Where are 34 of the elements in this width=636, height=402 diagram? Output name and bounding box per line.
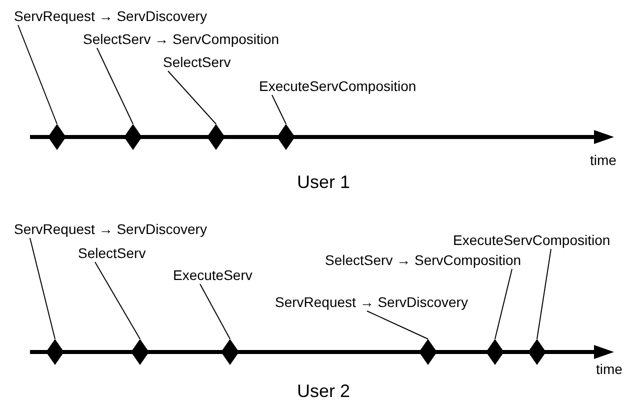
- event-diamond: [277, 124, 295, 150]
- leader-line: [536, 248, 552, 340]
- event-label: ExecuteServComposition: [259, 78, 416, 94]
- leader-line: [30, 238, 56, 340]
- event-diamond: [207, 124, 225, 150]
- leader-line: [94, 262, 140, 340]
- event-label: ServRequest → ServDiscovery: [14, 221, 207, 237]
- leader-line: [96, 48, 134, 124]
- event-label: ExecuteServComposition: [453, 232, 610, 248]
- event-label: ServRequest → ServDiscovery: [275, 294, 468, 310]
- event-diamond: [131, 339, 149, 365]
- event-diamond: [486, 339, 504, 365]
- event-diamond: [48, 124, 66, 150]
- leader-line: [494, 268, 512, 340]
- leader-line: [200, 284, 230, 340]
- leader-line: [168, 70, 216, 124]
- event-label: SelectServ: [163, 54, 231, 70]
- axis-label: time: [590, 152, 616, 168]
- event-label: SelectServ → ServComposition: [325, 252, 522, 268]
- event-diamond: [221, 339, 239, 365]
- event-label: SelectServ: [78, 245, 146, 261]
- event-label: SelectServ → ServComposition: [83, 31, 280, 47]
- event-diamond: [124, 124, 142, 150]
- event-label: ServRequest → ServDiscovery: [14, 8, 207, 24]
- event-diamond: [528, 339, 546, 365]
- leader-line: [366, 310, 428, 340]
- event-label: ExecuteServ: [173, 267, 252, 283]
- timeline-caption: User 1: [297, 172, 350, 192]
- event-diamond: [419, 339, 437, 365]
- timeline-caption: User 2: [297, 381, 350, 401]
- leader-line: [272, 94, 286, 124]
- leader-line: [18, 24, 58, 124]
- event-diamond: [46, 339, 64, 365]
- axis-label: time: [596, 361, 622, 377]
